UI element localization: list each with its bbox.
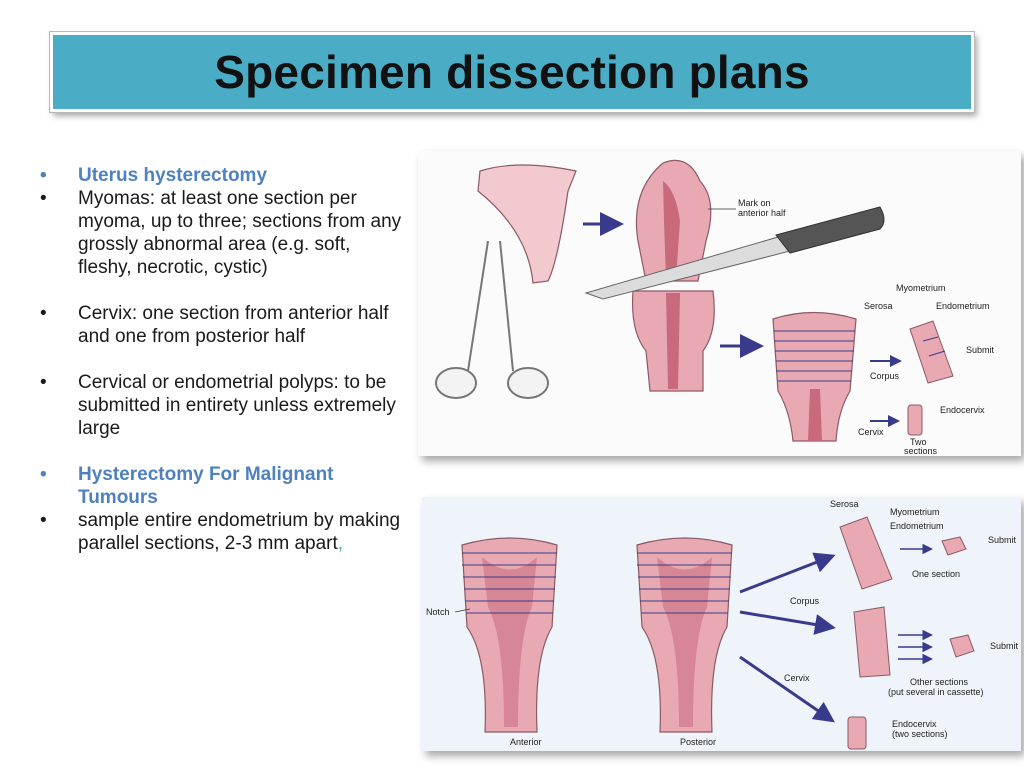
arrow-icon [739,655,835,723]
figure-malignant-sectioning: Notch Anterior Posterior Corpus Cervix S… [422,497,1021,751]
bullet-cervix: • Cervix: one section from anterior half… [40,303,389,347]
bullet-myomas: • Myomas: at least one section per myoma… [40,188,402,278]
uterus-whole [477,164,577,284]
uterus-posterior [636,537,733,733]
label-cervix: Cervix [858,427,884,437]
bullet-polyps: • Cervical or endometrial polyps: to be … [40,372,396,439]
label-one-section: One section [912,569,960,579]
bullet-dot-icon: • [40,303,47,324]
bullet-malignant-heading: • Hysterectomy For Malignant Tumours [40,464,334,508]
arrow-icon [739,610,836,635]
bullet-dot-icon: • [40,372,47,393]
label-submit-2: Submit [990,641,1019,651]
corpus-wedge-top [839,516,893,590]
arrow-icon [739,552,836,594]
endocervix-piece [907,404,923,436]
bullet-dot-icon: • [40,188,47,209]
label-other-sections: Other sections [910,677,969,687]
bullet-sample-endometrium: • sample entire endometrium by making pa… [40,510,401,554]
label-posterior: Posterior [680,737,716,747]
label-serosa: Serosa [830,499,859,509]
bullet-list: • Uterus hysterectomy • Myomas: at least… [38,164,408,555]
label-submit: Submit [966,345,995,355]
label-put-several: (put several in cassette) [888,687,984,697]
label-two-sections: (two sections) [892,729,948,739]
label-endocervix: Endocervix [940,405,985,415]
label-corpus: Corpus [790,596,820,606]
label-endometrium: Endometrium [890,521,944,531]
label-anterior-half: anterior half [738,208,786,218]
uterus-bisected [631,159,715,392]
label-submit-1: Submit [988,535,1017,545]
uterus-sectioned [772,311,857,442]
endocervix-piece [847,716,867,750]
bullet-uterus-hysterectomy: • Uterus hysterectomy [40,165,268,186]
bullet-dot-icon: • [40,510,47,531]
figure-uterus-dissection: Mark on anterior half Myometrium Serosa … [418,151,1021,456]
label-two: Two [910,437,927,447]
slide-title: Specimen dissection plans [214,46,810,98]
label-myometrium: Myometrium [896,283,946,293]
knife-icon [584,206,885,300]
small-block-2 [949,634,975,658]
label-endometrium: Endometrium [936,301,990,311]
bullet-dot-icon: • [40,464,47,485]
scissors-icon [435,240,549,399]
myometrium-piece [909,320,954,384]
label-corpus: Corpus [870,371,900,381]
label-cervix: Cervix [784,673,810,683]
corpus-wedge-middle [853,606,891,678]
label-anterior: Anterior [510,737,542,747]
label-myometrium: Myometrium [890,507,940,517]
uterus-anterior [461,537,558,733]
label-sections: sections [904,446,938,456]
label-serosa: Serosa [864,301,893,311]
label-mark-on: Mark on [738,198,771,208]
label-endocervix: Endocervix [892,719,937,729]
title-banner: Specimen dissection plans [50,32,974,112]
small-block-1 [941,536,967,556]
bullet-dot-icon: • [40,165,47,186]
label-notch: Notch [426,607,450,617]
